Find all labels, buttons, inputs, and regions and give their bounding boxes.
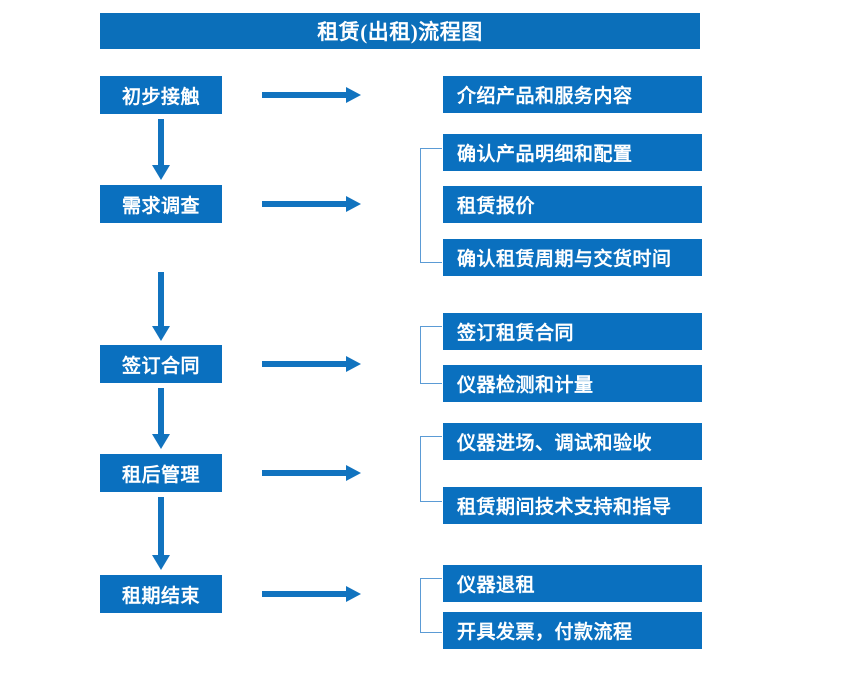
vertical-arrow-3: [151, 388, 171, 450]
horizontal-arrow-3: [262, 355, 362, 373]
detail-box-1[interactable]: 介绍产品和服务内容: [443, 76, 702, 113]
detail-box-8[interactable]: 租赁期间技术支持和指导: [443, 487, 702, 524]
vertical-arrow-1: [151, 119, 171, 181]
stage-box-5[interactable]: 租期结束: [100, 575, 222, 613]
detail-box-4[interactable]: 确认租赁周期与交货时间: [443, 239, 702, 276]
group-bracket-1: [420, 148, 442, 263]
vertical-arrow-2: [151, 272, 171, 342]
stage-box-1[interactable]: 初步接触: [100, 76, 222, 114]
vertical-arrow-4: [151, 497, 171, 571]
diagram-title: 租赁(出租)流程图: [100, 13, 700, 49]
group-bracket-4: [420, 578, 442, 633]
detail-box-5[interactable]: 签订租赁合同: [443, 313, 702, 350]
horizontal-arrow-4: [262, 464, 362, 482]
horizontal-arrow-5: [262, 585, 362, 603]
horizontal-arrow-2: [262, 195, 362, 213]
detail-box-2[interactable]: 确认产品明细和配置: [443, 134, 702, 171]
group-bracket-3: [420, 436, 442, 502]
detail-box-9[interactable]: 仪器退租: [443, 565, 702, 602]
stage-box-4[interactable]: 租后管理: [100, 454, 222, 492]
detail-box-3[interactable]: 租赁报价: [443, 186, 702, 223]
group-bracket-2: [420, 326, 442, 384]
horizontal-arrow-1: [262, 86, 362, 104]
stage-box-3[interactable]: 签订合同: [100, 345, 222, 383]
detail-box-10[interactable]: 开具发票，付款流程: [443, 612, 702, 649]
detail-box-7[interactable]: 仪器进场、调试和验收: [443, 423, 702, 460]
stage-box-2[interactable]: 需求调查: [100, 185, 222, 223]
detail-box-6[interactable]: 仪器检测和计量: [443, 365, 702, 402]
